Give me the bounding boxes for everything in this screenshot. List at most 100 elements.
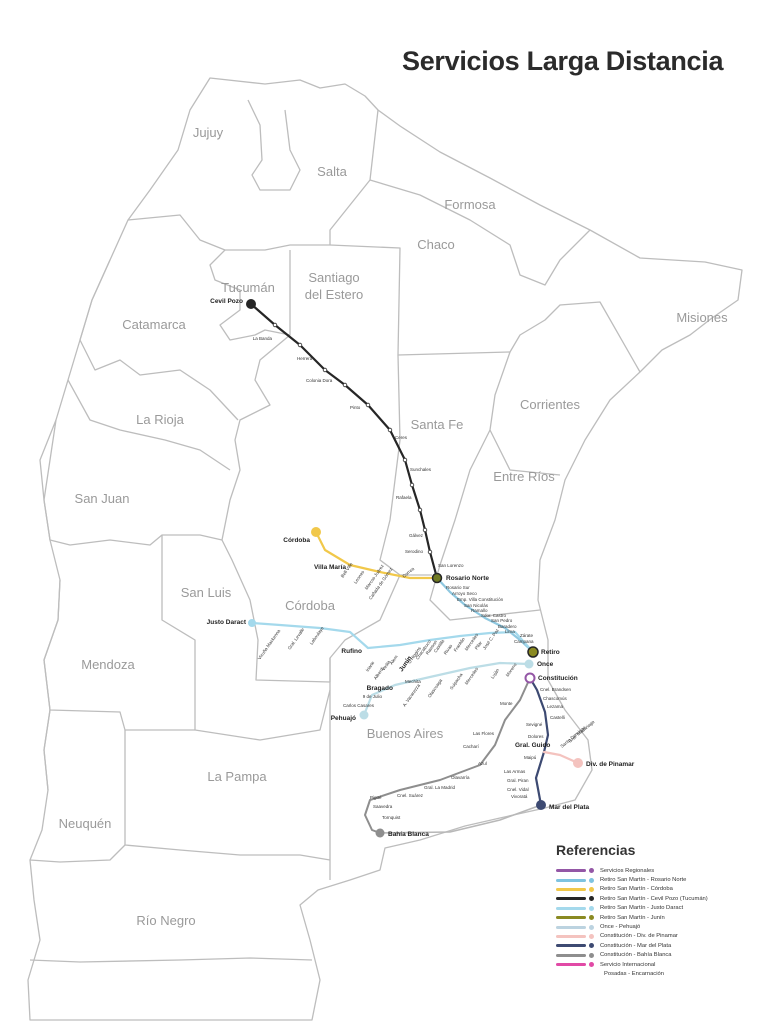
station-label: San Pedro	[491, 618, 513, 623]
station-label: Gral. Madariaga	[567, 719, 595, 744]
legend-item: Once - Pehuajó	[556, 922, 756, 931]
station-label: Sevigné	[526, 722, 543, 727]
station-label: Rosario Norte	[446, 575, 489, 582]
province-label-misiones: Misiones	[676, 310, 728, 325]
legend-dot	[589, 868, 594, 874]
legend-item: Constitución - Mar del Plata	[556, 941, 756, 950]
station-cevil-pozo	[246, 299, 256, 309]
station-label: Las Armas	[504, 769, 526, 774]
legend-label: Constitución - Mar del Plata	[600, 942, 672, 949]
legend-dot	[589, 952, 594, 958]
province-label-san-juan: San Juan	[75, 491, 130, 506]
legend-item: Constitución - Div. de Pinamar	[556, 932, 756, 941]
route-bahia	[364, 677, 531, 834]
route-coast	[379, 804, 542, 834]
station-pinamar	[573, 758, 583, 768]
station-label: Saavedra	[373, 804, 393, 809]
legend-item: Servicios Regionales	[556, 866, 756, 875]
station-label: La Banda	[253, 336, 273, 341]
legend-dot	[589, 924, 594, 930]
station-label: Arroyo Seco	[452, 591, 477, 596]
station-label: Sunchales	[410, 467, 432, 472]
province-label-neuquen: Neuquén	[59, 816, 112, 831]
railway-routes	[249, 302, 580, 834]
station-label: San Lorenzo	[438, 563, 464, 568]
station-label: A. Vacarezza	[402, 683, 422, 708]
station-label: Once	[537, 661, 554, 668]
legend-dot	[589, 915, 594, 921]
station-label: José C. Paz	[482, 627, 500, 650]
station-label: Olavarría	[451, 775, 470, 780]
route-justo-daract	[250, 621, 535, 654]
station-label: Constitución	[538, 675, 578, 682]
legend-swatch	[556, 916, 586, 920]
legend-label: Once - Pehuajó	[600, 924, 641, 931]
station-label: Lezama	[547, 704, 564, 709]
station-label: Cnel. Suárez	[397, 793, 424, 798]
station-label: Vedia	[381, 659, 392, 671]
station-label: Dolores	[528, 734, 544, 739]
province-borders	[27, 77, 743, 1021]
station-label: Rosario Sur	[446, 585, 470, 590]
legend-item: Retiro San Martín - Córdoba	[556, 885, 756, 894]
station-label: Gral. La Madrid	[424, 785, 456, 790]
province-label-catamarca: Catamarca	[122, 317, 186, 332]
station-label: Zárate	[520, 633, 534, 638]
legend-dot	[589, 905, 594, 911]
province-label-mendoza: Mendoza	[81, 657, 135, 672]
station-label: Maipú	[524, 755, 537, 760]
station-label: Cnel. Brandsen	[540, 687, 572, 692]
station-label: Sdor. Castro	[481, 613, 507, 618]
legend-label: Retiro San Martín - Cevil Pozo (Tucumán)	[600, 895, 708, 902]
route-pehuajo	[362, 661, 531, 717]
province-label-chaco: Chaco	[417, 237, 455, 252]
station-retiro	[527, 646, 539, 658]
legend-item: Servicio Internacional	[556, 960, 756, 969]
route-rosario	[435, 576, 535, 654]
station-label: Iriarte	[365, 660, 376, 673]
legend-swatch	[556, 878, 586, 882]
route-pinamar	[542, 750, 580, 765]
station-label: Justo Daract	[207, 619, 247, 626]
province-label-buenos-aires: Buenos Aires	[367, 726, 444, 741]
station-label: Tornquist	[382, 815, 401, 820]
station-justo-daract	[248, 619, 256, 627]
legend-dot	[589, 962, 594, 968]
station-label: Las Flores	[473, 731, 495, 736]
station-label: Gral. Piran	[507, 778, 529, 783]
legend-swatch	[556, 897, 586, 901]
legend-swatch	[556, 906, 586, 910]
legend-label: Servicios Regionales	[600, 867, 655, 874]
station-once	[524, 659, 534, 669]
legend-swatch	[556, 944, 586, 948]
legend-swatch	[556, 869, 586, 873]
legend-label: Retiro San Martín - Rosario Norte	[600, 877, 687, 884]
station-label: Vivoratá	[511, 794, 528, 799]
station-label: Villa María	[314, 564, 346, 571]
station-label: Div. de Pinamar	[586, 761, 635, 768]
station-label: Ceres	[395, 435, 408, 440]
station-label: Leones	[353, 569, 366, 585]
province-labels: JujuySaltaFormosaChacoTucumánSantiagodel…	[59, 125, 729, 928]
station-label: Castelli	[550, 715, 565, 720]
station-rosario-norte	[431, 572, 443, 584]
legend-item: Retiro San Martín - Justo Daract	[556, 904, 756, 913]
station-label: Gral. Levalle	[287, 627, 306, 651]
legend-item: Retiro San Martín - Junín	[556, 913, 756, 922]
route-cordoba	[314, 530, 439, 580]
province-label-cordoba: Córdoba	[285, 598, 336, 613]
legend-item: Retiro San Martín - Cevil Pozo (Tucumán)	[556, 894, 756, 903]
province-label-corrientes: Corrientes	[520, 397, 580, 412]
legend-title: Referencias	[556, 842, 636, 858]
station-label: Olascoaga	[427, 678, 444, 699]
station-label: Pehuajó	[331, 715, 356, 722]
station-pehuajo	[359, 710, 369, 720]
station-label: Ramallo	[471, 608, 488, 613]
station-label: Mar del Plata	[549, 804, 589, 811]
legend-dot	[589, 896, 594, 902]
legend-dot	[589, 886, 594, 892]
station-label: Pinto	[350, 405, 361, 410]
